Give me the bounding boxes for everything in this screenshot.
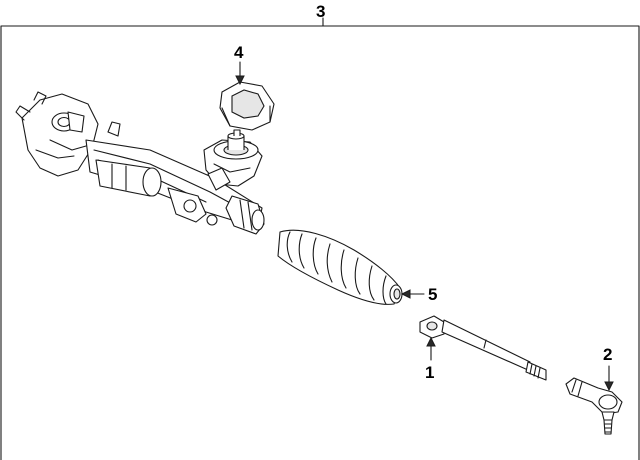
callout-3-label: 3 — [316, 2, 325, 21]
seal-part-4 — [219, 61, 275, 131]
inner-tie-rod-part-1 — [419, 315, 547, 381]
callout-4-label: 4 — [234, 43, 244, 62]
callout-5-label: 5 — [428, 285, 437, 304]
steering-rack-assembly — [15, 91, 265, 235]
callout-2-label: 2 — [603, 345, 612, 364]
callout-1-label: 1 — [425, 363, 434, 382]
tie-rod-end-part-2 — [565, 365, 623, 435]
bellows-boot-part-5 — [277, 229, 425, 305]
assembly-bracket-frame — [0, 17, 640, 460]
